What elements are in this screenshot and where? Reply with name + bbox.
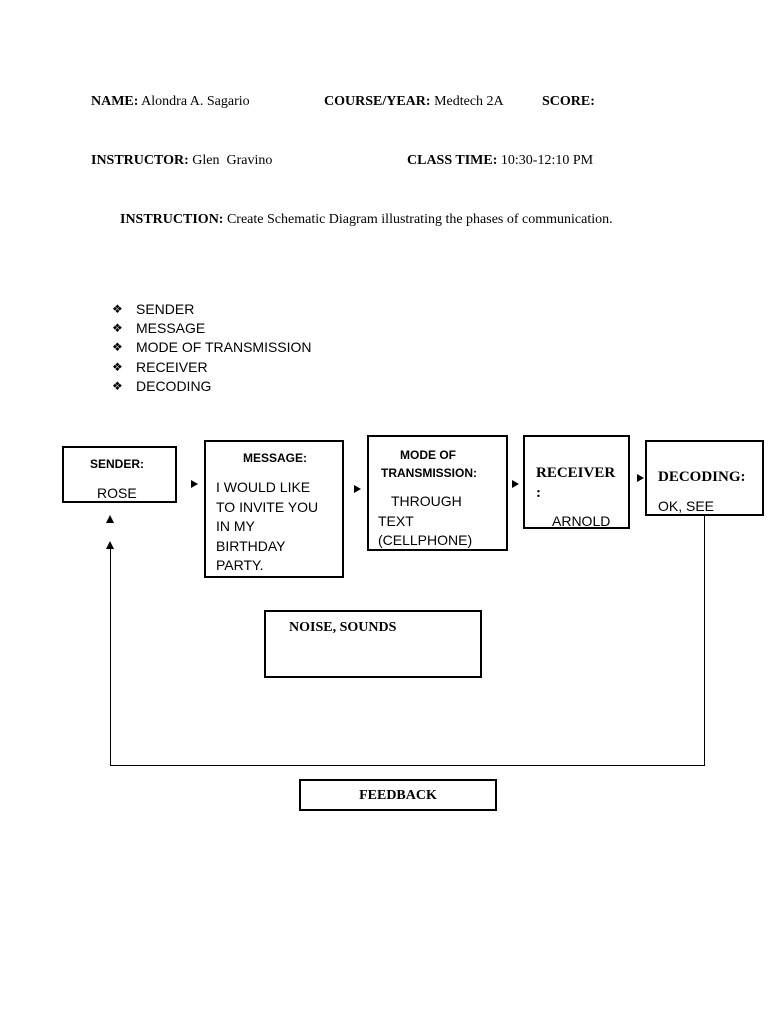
- list-item: ❖MODE OF TRANSMISSION: [112, 338, 312, 357]
- list-item: ❖RECEIVER: [112, 358, 312, 377]
- list-item: ❖SENDER: [112, 300, 312, 319]
- diamond-bullet-icon: ❖: [112, 302, 123, 316]
- instruction-field: INSTRUCTION: Create Schematic Diagram il…: [120, 212, 613, 228]
- noise-title: NOISE, SOUNDS: [289, 620, 397, 635]
- receiver-box: RECEIVER : ARNOLD: [523, 435, 630, 529]
- list-item: ❖DECODING: [112, 377, 312, 396]
- feedback-title: FEEDBACK: [359, 788, 437, 803]
- instructor-field: INSTRUCTOR: Glen Gravino: [91, 153, 272, 169]
- decoding-body: OK, SEE: [658, 498, 715, 514]
- message-body: I WOULD LIKE TO INVITE YOU IN MY BIRTHDA…: [216, 479, 319, 573]
- mode-box: MODE OF TRANSMISSION: THROUGH TEXT (CELL…: [367, 435, 508, 551]
- noise-box: NOISE, SOUNDS: [264, 610, 482, 678]
- instruction-label: INSTRUCTION:: [120, 212, 224, 227]
- course-value: Medtech 2A: [434, 94, 504, 109]
- arrow-right-icon: [512, 480, 519, 488]
- arrow-up-icon: [106, 515, 114, 523]
- arrow-up-icon: [106, 541, 114, 549]
- feedback-line-left: [110, 545, 111, 766]
- classtime-label: CLASS TIME:: [407, 153, 498, 168]
- sender-box: SENDER: ROSE: [62, 446, 177, 503]
- list-item: ❖MESSAGE: [112, 319, 312, 338]
- sender-title: SENDER:: [90, 457, 145, 471]
- receiver-title: RECEIVER :: [536, 465, 616, 501]
- diamond-bullet-icon: ❖: [112, 378, 123, 393]
- mode-body: THROUGH TEXT (CELLPHONE): [378, 493, 473, 548]
- decoding-title: DECODING:: [658, 469, 746, 485]
- name-field: NAME: Alondra A. Sagario: [91, 94, 250, 110]
- score-label: SCORE:: [542, 94, 595, 109]
- decoding-box: DECODING: OK, SEE: [645, 440, 764, 516]
- arrow-right-icon: [637, 474, 644, 482]
- score-field: SCORE:: [542, 94, 595, 110]
- instruction-value: Create Schematic Diagram illustrating th…: [226, 212, 613, 227]
- classtime-value: 10:30-12:10 PM: [500, 153, 594, 168]
- message-box: MESSAGE: I WOULD LIKE TO INVITE YOU IN M…: [204, 440, 344, 578]
- instructor-label: INSTRUCTOR:: [91, 153, 189, 168]
- course-field: COURSE/YEAR: Medtech 2A: [324, 94, 504, 110]
- course-label: COURSE/YEAR:: [324, 94, 431, 109]
- feedback-line-right: [704, 516, 705, 766]
- receiver-body: ARNOLD: [552, 513, 611, 529]
- name-value: Alondra A. Sagario: [141, 94, 250, 109]
- message-title: MESSAGE:: [243, 451, 308, 465]
- sender-body: ROSE: [97, 485, 137, 501]
- mode-title: MODE OF TRANSMISSION:: [381, 448, 477, 480]
- arrow-right-icon: [191, 480, 198, 488]
- name-label: NAME:: [91, 94, 139, 109]
- arrow-right-icon: [354, 485, 361, 493]
- classtime-field: CLASS TIME: 10:30-12:10 PM: [407, 153, 593, 169]
- phase-list: ❖SENDER ❖MESSAGE ❖MODE OF TRANSMISSION ❖…: [112, 300, 312, 396]
- instructor-value: Glen Gravino: [192, 153, 273, 168]
- diamond-bullet-icon: ❖: [112, 321, 123, 336]
- feedback-line-bottom: [110, 765, 705, 766]
- feedback-box: FEEDBACK: [299, 779, 497, 811]
- diamond-bullet-icon: ❖: [112, 359, 123, 374]
- diamond-bullet-icon: ❖: [112, 340, 123, 355]
